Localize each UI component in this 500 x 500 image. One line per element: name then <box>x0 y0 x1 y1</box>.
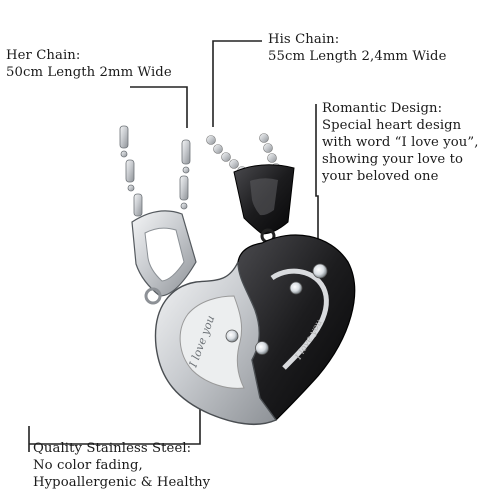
his-chain-detail: 55cm Length 2,4mm Wide <box>268 49 447 64</box>
her-chain <box>119 125 191 225</box>
black-heart-half: I love you <box>237 234 356 421</box>
her-chain-detail: 50cm Length 2mm Wide <box>6 65 172 80</box>
his-bail <box>233 164 295 244</box>
his-chain-title: His Chain: <box>268 32 340 47</box>
quality-steel-title: Quality Stainless Steel: <box>33 441 192 456</box>
romantic-design-leader <box>315 104 319 250</box>
her-chain-title: Her Chain: <box>6 48 81 63</box>
romantic-design-line: Special heart design <box>322 118 462 133</box>
silver-heart-half: I love you <box>154 261 278 425</box>
romantic-design-line: your beloved one <box>322 169 439 184</box>
romantic-design-title: Romantic Design: <box>322 101 443 116</box>
his-chain-leader <box>212 40 262 127</box>
quality-steel-leader-2 <box>29 382 201 445</box>
romantic-design-line: with word “I love you”, <box>322 135 479 150</box>
his-chain-annotation: His Chain: 55cm Length 2,4mm Wide <box>268 31 447 65</box>
quality-steel-annotation: Quality Stainless Steel: No color fading… <box>33 440 210 491</box>
her-chain-annotation: Her Chain: 50cm Length 2mm Wide <box>6 47 172 81</box>
romantic-design-annotation: Romantic Design: Special heart design wi… <box>322 100 479 185</box>
romantic-design-line: showing your love to <box>322 152 464 167</box>
quality-steel-line: No color fading, <box>33 458 143 473</box>
her-bail <box>131 210 197 305</box>
her-chain-leader <box>130 86 188 128</box>
quality-steel-line: Hypoallergenic & Healthy <box>33 475 211 490</box>
